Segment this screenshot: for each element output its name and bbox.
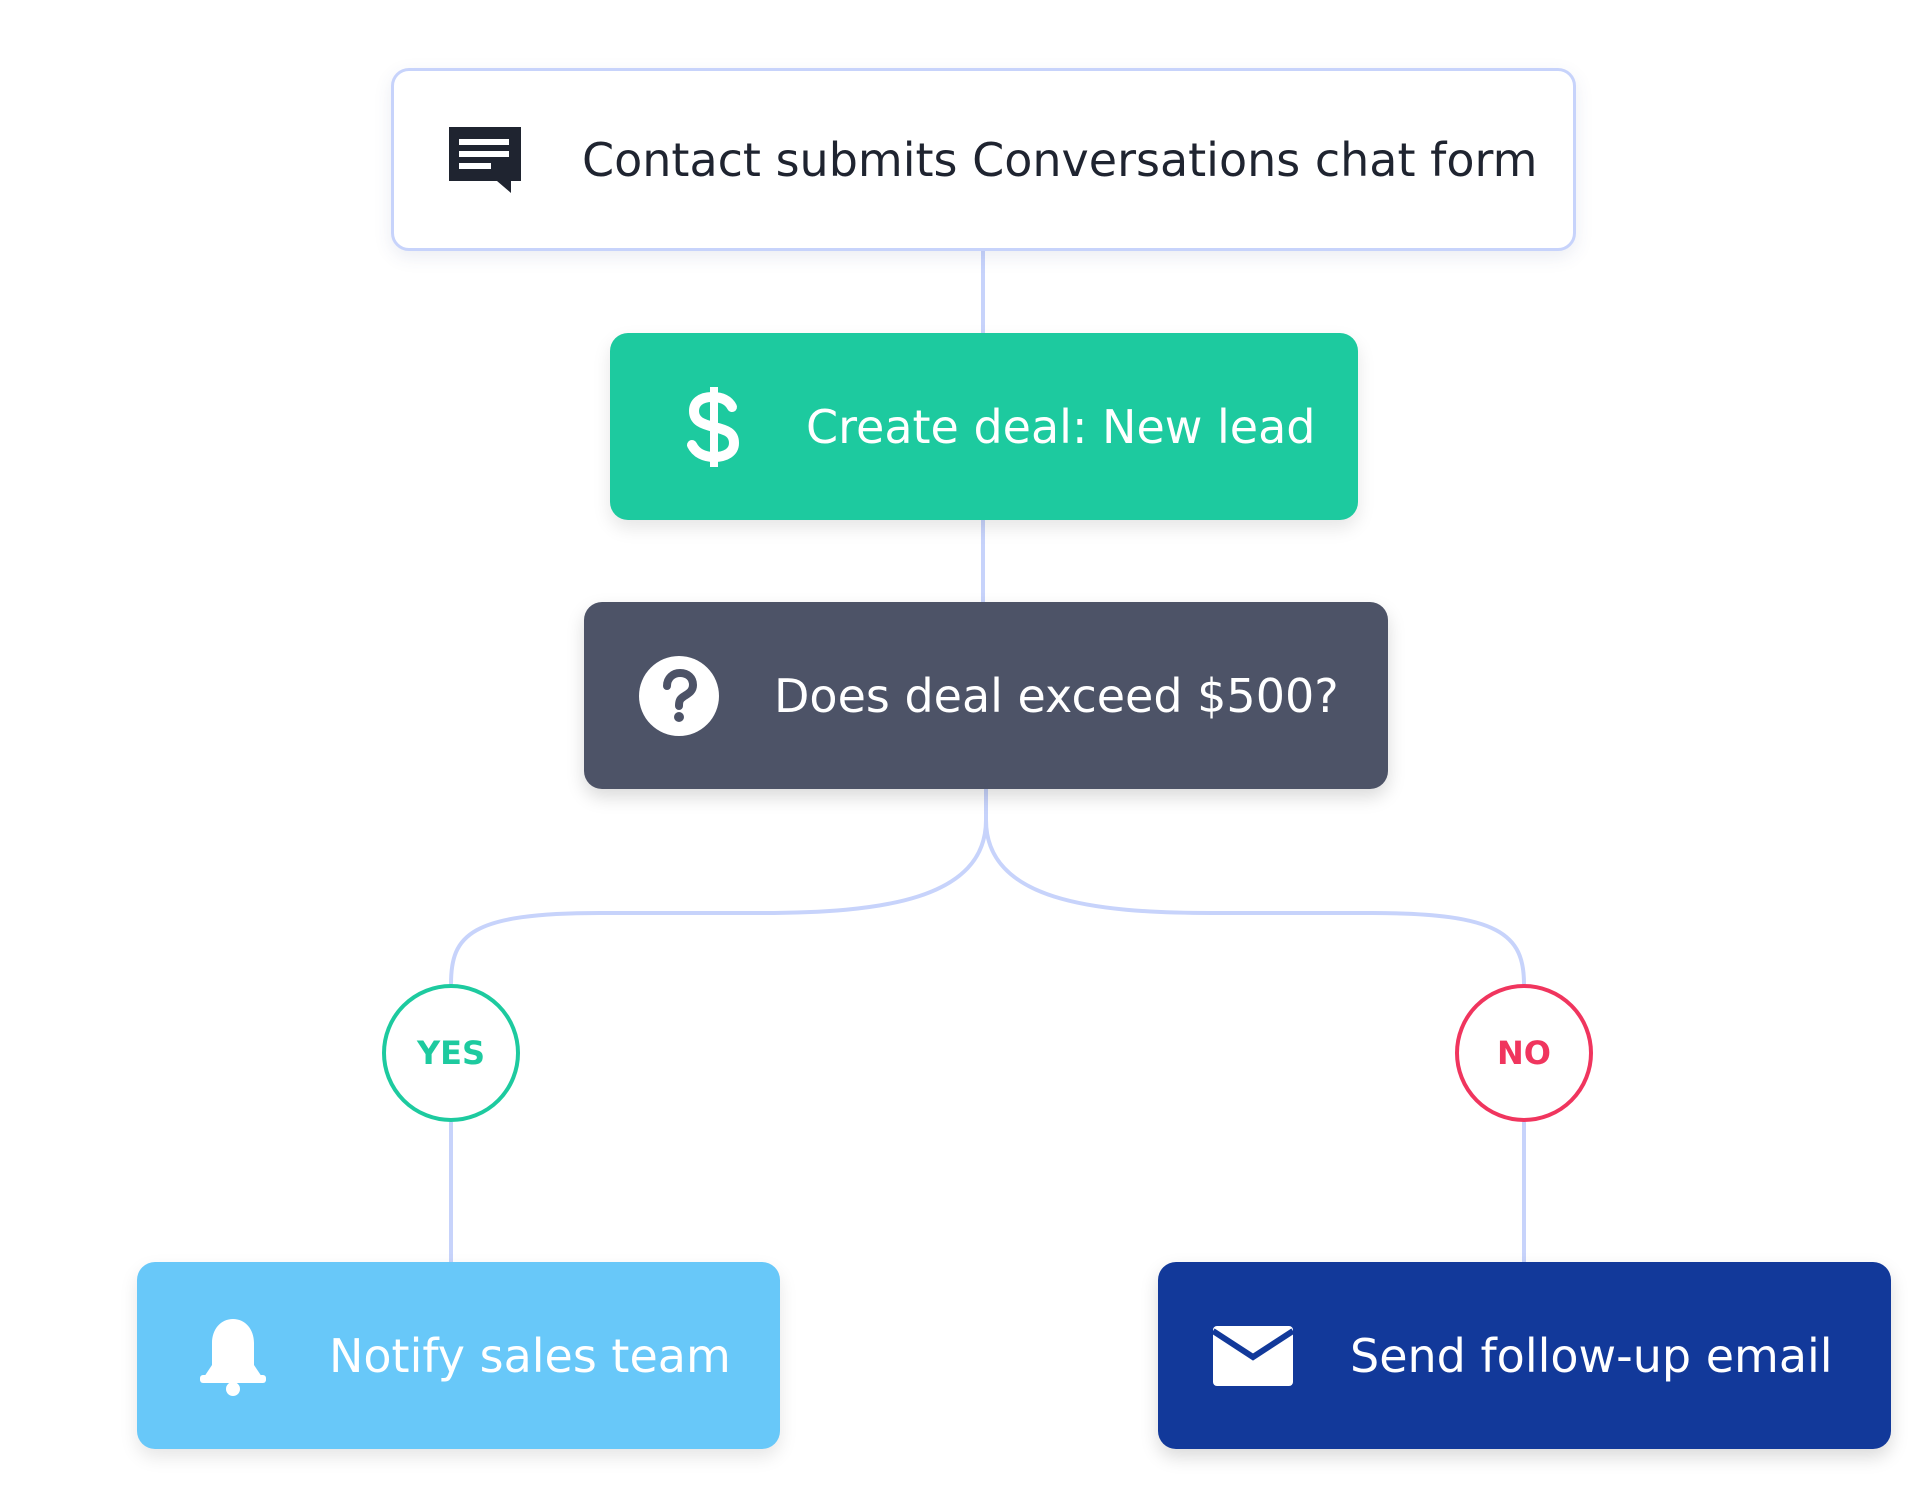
email-label: Send follow-up email bbox=[1350, 1328, 1833, 1383]
branch-no[interactable]: NO bbox=[1455, 984, 1593, 1122]
connector-decision-to-no bbox=[984, 789, 1526, 985]
trigger-label: Contact submits Conversations chat form bbox=[582, 132, 1538, 187]
email-node[interactable]: Send follow-up email bbox=[1158, 1262, 1891, 1449]
notify-label: Notify sales team bbox=[329, 1328, 731, 1383]
branch-no-label: NO bbox=[1497, 1034, 1551, 1072]
create-deal-node[interactable]: Create deal: New lead bbox=[610, 333, 1358, 520]
question-icon bbox=[637, 655, 721, 737]
envelope-icon bbox=[1210, 1325, 1296, 1387]
bell-icon bbox=[195, 1315, 271, 1397]
connector-decision-to-yes bbox=[449, 789, 988, 985]
dollar-icon bbox=[672, 385, 756, 469]
trigger-node[interactable]: Contact submits Conversations chat form bbox=[391, 68, 1576, 251]
notify-node[interactable]: Notify sales team bbox=[137, 1262, 780, 1449]
branch-yes[interactable]: YES bbox=[382, 984, 520, 1122]
decision-label: Does deal exceed $500? bbox=[774, 668, 1339, 723]
decision-node[interactable]: Does deal exceed $500? bbox=[584, 602, 1388, 789]
chat-form-icon bbox=[446, 125, 524, 195]
branch-yes-label: YES bbox=[416, 1034, 486, 1072]
create-deal-label: Create deal: New lead bbox=[806, 399, 1316, 454]
